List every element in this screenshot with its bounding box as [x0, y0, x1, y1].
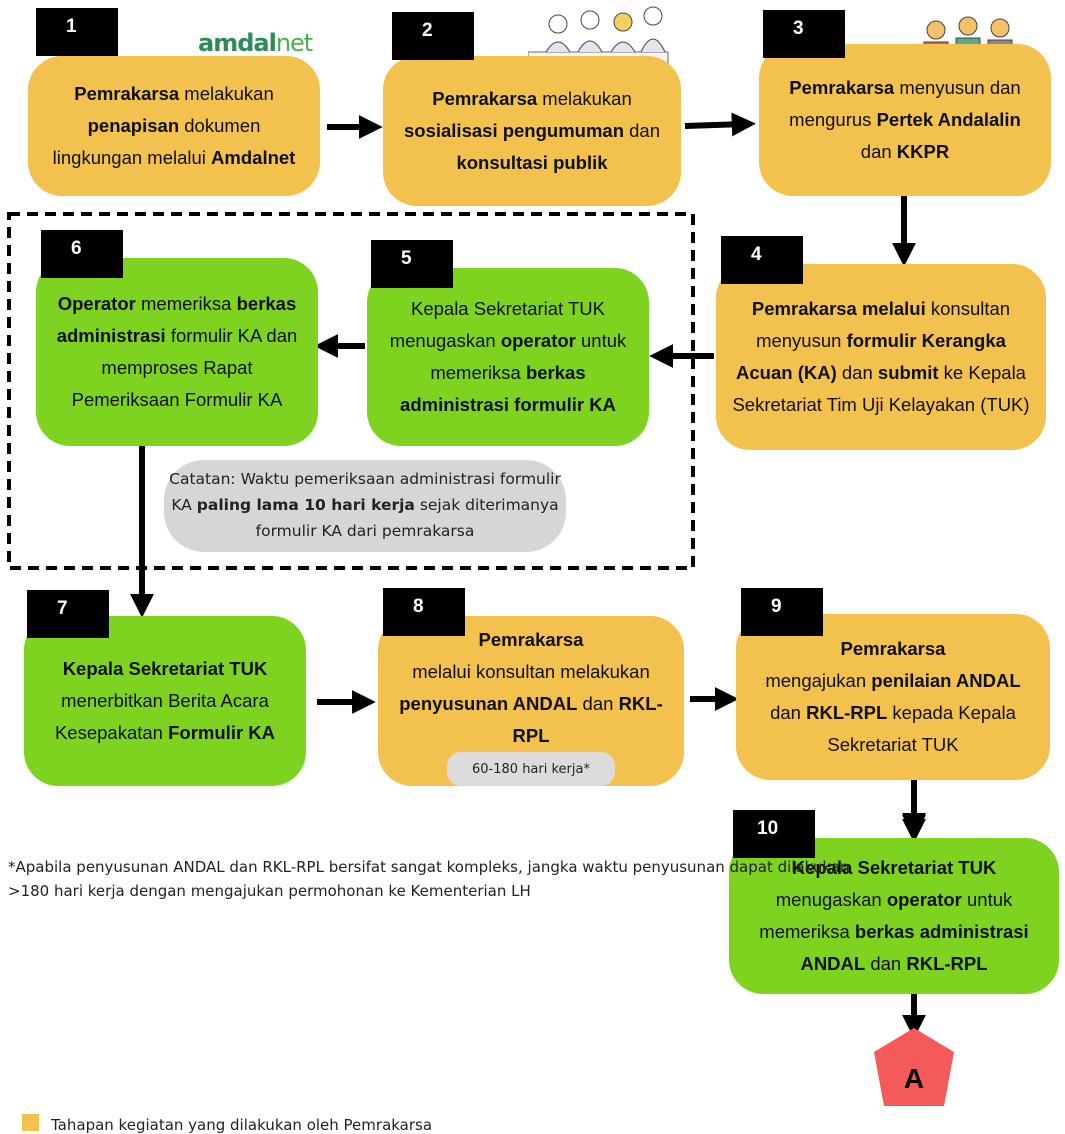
amdalnet-logo: amdalnet: [198, 29, 313, 57]
step-9-number: 9: [741, 588, 823, 636]
step-3-box: Pemrakarsa menyusun dan mengurus Pertek …: [759, 44, 1051, 196]
dashed-group-frame: [7, 212, 695, 570]
step-5-box: Kepala Sekretariat TUK menugaskan operat…: [367, 268, 649, 446]
step-1-box: Pemrakarsa melakukan penapisan dokumen l…: [28, 56, 320, 196]
box-text: Pemrakarsa melalui konsultan menyusun fo…: [732, 298, 1030, 415]
box-text: Pemrakarsa melakukan sosialisasi pengumu…: [403, 88, 661, 173]
end-label: A: [904, 1063, 924, 1094]
step-4-box: Pemrakarsa melalui konsultan menyusun fo…: [716, 264, 1046, 450]
step-8-number: 8: [383, 588, 465, 636]
step-5-number: 5: [371, 240, 453, 288]
arrow-2-3: [684, 112, 756, 137]
legend: Tahapan kegiatan yang dilakukan oleh Pem…: [22, 1114, 433, 1134]
step-1-number: 1: [36, 8, 118, 56]
footnote: *Apabila penyusunan ANDAL dan RKL-RPL be…: [8, 858, 850, 900]
box-text: Kepala Sekretariat TUK menerbitkan Berit…: [54, 658, 276, 743]
legend-swatch-yellow: [22, 1114, 39, 1131]
step-2-number: 2: [392, 12, 474, 60]
box-text: Operator memeriksa berkas administrasi f…: [56, 293, 298, 410]
duration-pill: 60-180 hari kerja*: [447, 752, 615, 786]
box-text: Pemrakarsa melakukan penapisan dokumen l…: [52, 83, 296, 168]
step-10-box: Kepala Sekretariat TUK menugaskan operat…: [729, 838, 1059, 994]
ka-review-note: Catatan: Waktu pemeriksaan administrasi …: [164, 460, 566, 552]
step-4-number: 4: [721, 236, 803, 284]
step-10-number: 10: [733, 810, 815, 858]
step-2-box: Pemrakarsa melakukan sosialisasi pengumu…: [383, 56, 681, 206]
step-7-box: Kepala Sekretariat TUK menerbitkan Berit…: [24, 616, 306, 786]
box-text: Catatan: Waktu pemeriksaan administrasi …: [169, 470, 561, 540]
step-6-number: 6: [41, 230, 123, 278]
logo-text: amdalnet: [198, 29, 313, 57]
box-text: Kepala Sekretariat TUK menugaskan operat…: [759, 857, 1029, 974]
box-text: Pemrakarsa menyusun dan mengurus Pertek …: [789, 77, 1021, 162]
step-3-number: 3: [763, 10, 845, 58]
box-text: Kepala Sekretariat TUK menugaskan operat…: [389, 298, 627, 415]
end-pentagon: [874, 1028, 954, 1106]
step-7-number: 7: [27, 590, 109, 638]
legend-label: Tahapan kegiatan yang dilakukan oleh Pem…: [51, 1116, 433, 1134]
step-6-box: Operator memeriksa berkas administrasi f…: [36, 258, 318, 446]
